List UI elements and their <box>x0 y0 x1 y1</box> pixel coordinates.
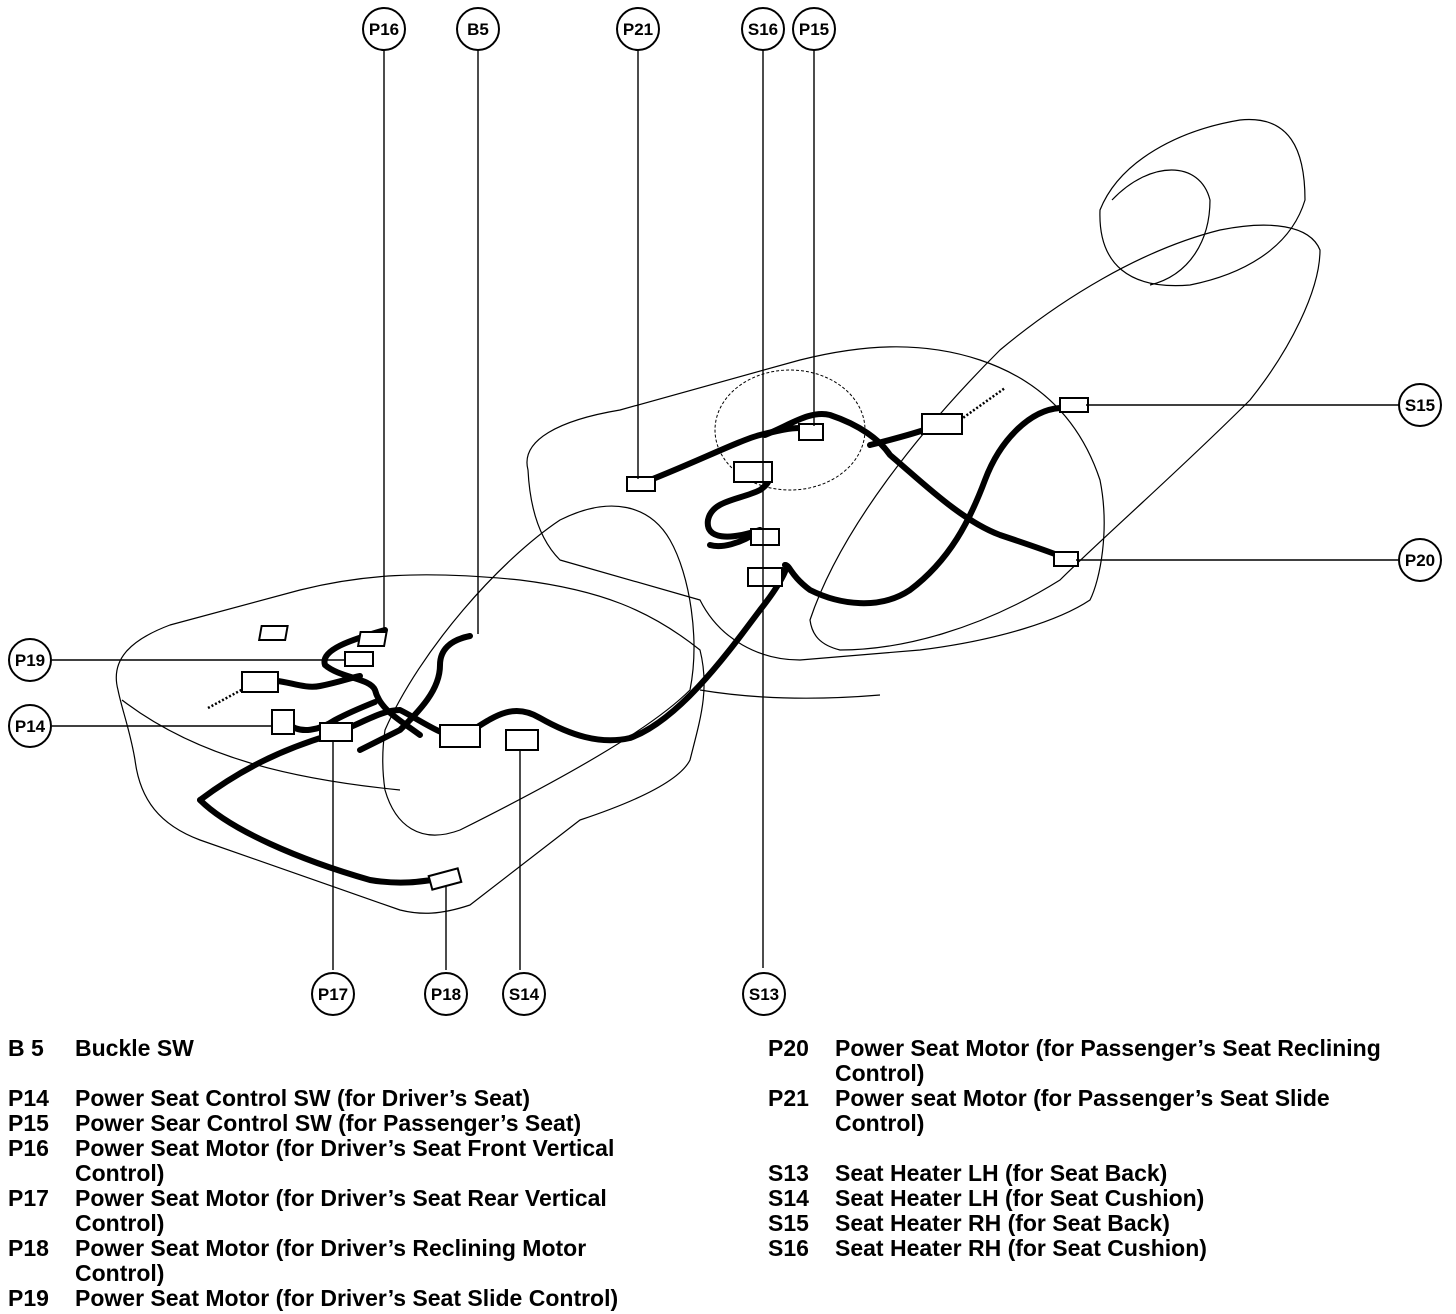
driver-seat-back-outline <box>382 505 695 836</box>
legend-desc: Power Seat Motor (for Driver’s Seat Fron… <box>75 1135 615 1186</box>
legend-desc: Seat Heater RH (for Seat Back) <box>835 1210 1170 1236</box>
connector-s14 <box>505 729 539 751</box>
callout-p18: P18 <box>424 972 468 1016</box>
harness-passenger-s15 <box>782 405 1063 607</box>
connector-p16 <box>257 625 289 641</box>
legend-desc: Buckle SW <box>75 1035 194 1061</box>
connector-p18 <box>427 867 463 891</box>
callout-s14: S14 <box>502 972 546 1016</box>
callout-p15: P15 <box>792 7 836 51</box>
legend-code: S13 <box>768 1160 809 1186</box>
legend-left: B 5 Buckle SW P14 Power Seat Control SW … <box>8 1036 708 1312</box>
callout-label-b5: B5 <box>467 20 489 39</box>
harness-driver-b5 <box>357 633 473 753</box>
callout-label-p14: P14 <box>15 717 46 736</box>
driver-cushion-inner-edge <box>121 699 401 791</box>
driver-connector-stub <box>207 686 246 710</box>
callout-label-p17: P17 <box>318 985 348 1004</box>
legend-code: P18 <box>8 1235 49 1261</box>
callout-p16: P16 <box>362 7 406 51</box>
connector-s15 <box>1059 397 1089 413</box>
legend-code: P17 <box>8 1185 49 1211</box>
callout-label-s13: S13 <box>749 985 779 1004</box>
legend-code: P14 <box>8 1085 49 1111</box>
legend-desc: Power Sear Control SW (for Passenger’s S… <box>75 1110 582 1136</box>
callout-label-s15: S15 <box>1405 396 1435 415</box>
connector-p17 <box>319 722 353 742</box>
harness-driver-p14 <box>284 699 378 733</box>
callout-label-s16: S16 <box>748 20 778 39</box>
callout-s13: S13 <box>742 972 786 1016</box>
passenger-headrest-outline <box>1099 118 1306 287</box>
callout-s15: S15 <box>1398 383 1442 427</box>
connector-s16 <box>733 461 773 483</box>
callout-label-p19: P19 <box>15 651 45 670</box>
legend-desc: Seat Heater LH (for Seat Back) <box>835 1160 1168 1186</box>
legend-code: P15 <box>8 1110 49 1136</box>
callout-p17: P17 <box>311 972 355 1016</box>
legend-code: B 5 <box>8 1035 44 1061</box>
legend-code: P20 <box>768 1035 809 1061</box>
driver-seat-cushion-outline <box>115 574 705 914</box>
harness-driver-front <box>197 797 448 886</box>
connector-stubs <box>207 386 1006 710</box>
connector-driver-main <box>241 671 279 693</box>
legend-code: S15 <box>768 1210 809 1236</box>
callout-label-p21: P21 <box>623 20 653 39</box>
legend-desc: Power Seat Motor (for Passenger’s Seat R… <box>835 1035 1381 1086</box>
callout-p21: P21 <box>616 7 660 51</box>
connector-p15 <box>798 423 824 441</box>
legend-desc: Power Seat Control SW (for Driver’s Seat… <box>75 1085 530 1111</box>
callout-label-p20: P20 <box>1405 551 1435 570</box>
connector-p20 <box>1053 551 1079 567</box>
callout-p20: P20 <box>1398 538 1442 582</box>
callouts: P16 B5 P21 S16 P15 S15 P20 P19 P14 P17 P… <box>8 7 1442 1016</box>
passenger-connector-stub <box>959 386 1006 422</box>
legend-code: P19 <box>8 1285 49 1311</box>
legend-code: P16 <box>8 1135 49 1161</box>
legend-desc: Power Seat Motor (for Driver’s Seat Rear… <box>75 1185 607 1236</box>
connector-p19 <box>344 651 374 667</box>
callout-label-s14: S14 <box>509 985 540 1004</box>
connector-s13 <box>750 528 780 546</box>
connector-b5 <box>356 631 388 647</box>
callout-b5: B5 <box>456 7 500 51</box>
legend-desc: Power Seat Motor (for Driver’s Reclining… <box>75 1235 587 1286</box>
legend-right: P20 Power Seat Motor (for Passenger’s Se… <box>768 1036 1448 1276</box>
connector-p14 <box>271 709 295 735</box>
connector-driver-mid <box>439 724 481 748</box>
legend-desc: Power seat Motor (for Passenger’s Seat S… <box>835 1085 1330 1136</box>
connector-p21 <box>626 476 656 492</box>
connector-s13-lower <box>747 567 783 587</box>
callout-p14: P14 <box>8 704 52 748</box>
callout-label-p16: P16 <box>369 20 399 39</box>
legend-desc: Seat Heater RH (for Seat Cushion) <box>835 1235 1207 1261</box>
legend-code: P21 <box>768 1085 809 1111</box>
callout-p19: P19 <box>8 638 52 682</box>
legend-code: S14 <box>768 1185 809 1211</box>
legend-code: S16 <box>768 1235 809 1261</box>
passenger-seat-back-outline <box>809 224 1321 651</box>
seat-outlines <box>115 118 1321 914</box>
seat-wiring-diagram: P16 B5 P21 S16 P15 S15 P20 P19 P14 P17 P… <box>8 7 1442 1016</box>
legend-desc: Power Seat Motor (for Driver’s Seat Slid… <box>75 1285 619 1311</box>
connectors <box>241 397 1089 891</box>
connector-passenger-main <box>921 413 963 435</box>
passenger-seat-cushion-outline <box>526 346 1105 661</box>
callout-label-p15: P15 <box>799 20 829 39</box>
legend-desc: Seat Heater LH (for Seat Cushion) <box>835 1185 1205 1211</box>
callout-label-p18: P18 <box>431 985 461 1004</box>
leader-lines <box>52 46 1400 970</box>
passenger-base-edge <box>699 689 881 699</box>
harness-passenger-main <box>637 425 803 487</box>
callout-s16: S16 <box>741 7 785 51</box>
headrest-inner <box>1111 169 1211 286</box>
